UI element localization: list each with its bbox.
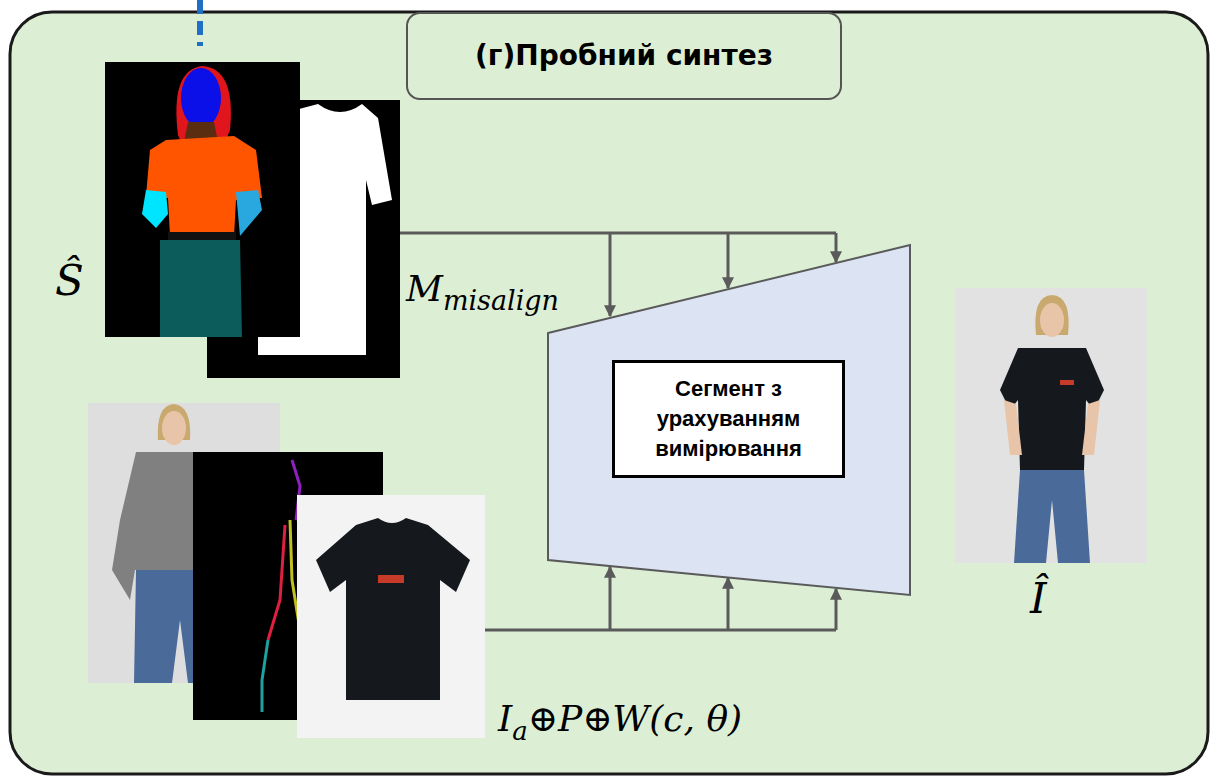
output-image bbox=[955, 288, 1147, 563]
symbol-label: ⊕P⊕W(c, θ) bbox=[528, 698, 742, 739]
symbol-label: Ŝ bbox=[55, 256, 84, 305]
cloth-image bbox=[297, 495, 485, 738]
dashed-link bbox=[197, 0, 203, 46]
segmentation-image bbox=[105, 62, 300, 337]
input-formula: Ia⊕P⊕W(c, θ) bbox=[498, 698, 742, 746]
mask-symbol: Mmisalign bbox=[406, 268, 559, 316]
node-label: (г)Пробний синтез bbox=[475, 39, 773, 73]
image-symbol: Ŝ bbox=[55, 256, 84, 305]
node-label: Сегмент з урахуванням вимірювання bbox=[623, 374, 834, 463]
symbol-label: Î bbox=[1030, 574, 1047, 623]
subscript-label: misalign bbox=[443, 285, 559, 316]
title-box: (г)Пробний синтез bbox=[406, 12, 842, 100]
network-trapezoid bbox=[548, 245, 910, 595]
symbol-label: M bbox=[406, 268, 443, 309]
output-symbol: Î bbox=[1030, 574, 1047, 623]
symbol-label: I bbox=[498, 698, 512, 739]
subscript-label: a bbox=[512, 716, 528, 746]
process-box: Сегмент з урахуванням вимірювання bbox=[612, 360, 845, 478]
panel-ground bbox=[10, 12, 1208, 774]
